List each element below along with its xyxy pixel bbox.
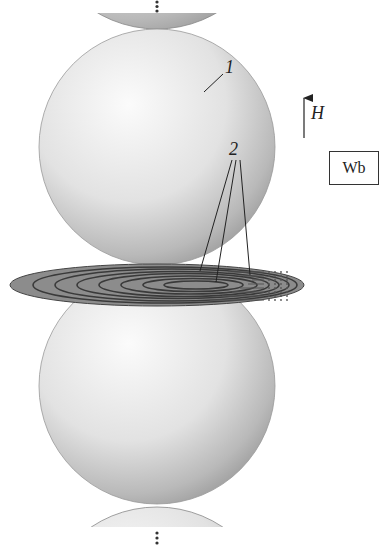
field-arrow [303, 98, 304, 138]
leader-lines [200, 74, 250, 282]
sphere-cap [39, 507, 275, 527]
callout-number: 1 [225, 58, 234, 76]
callout-number: 2 [229, 140, 238, 158]
coil-disk [10, 264, 304, 306]
field-symbol: H [311, 104, 324, 122]
unit-box: Wb [329, 151, 379, 185]
unit-label: Wb [342, 159, 365, 177]
coil-leads [210, 272, 264, 300]
lead-dots [268, 271, 288, 301]
sphere-cap [39, 13, 275, 29]
sphere [39, 29, 275, 265]
